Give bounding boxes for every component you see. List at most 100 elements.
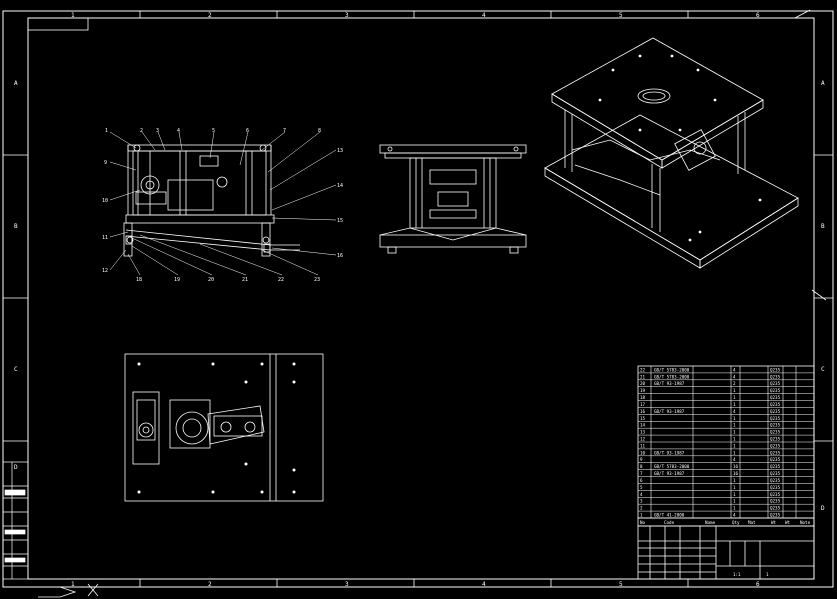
front-view[interactable] [123,144,300,257]
zone-label-top-1: 1 [71,12,75,19]
parts-cell-code: GB/T 5783-2000 [654,374,690,379]
side-view[interactable] [379,144,527,254]
parts-cell-mat: Q235 [770,485,781,490]
parts-cell-no: 15 [640,416,646,421]
zone-label-left-a: A [14,80,18,87]
parts-cell-qty: 1 [733,402,736,407]
parts-cell-no: 16 [640,409,646,414]
callout-20: 20 [208,277,214,283]
title-block[interactable] [637,525,815,580]
callout-9: 9 [104,160,107,166]
header-wt1: Wt [771,520,777,525]
parts-cell-no: 20 [640,381,646,386]
zone-label-bottom-4: 4 [482,581,486,588]
header-note: Note [800,520,811,525]
zone-label-right-d: D [821,505,825,512]
parts-cell-mat: Q235 [770,381,781,386]
parts-cell-mat: Q235 [770,395,781,400]
parts-cell-mat: Q235 [770,443,781,448]
parts-cell-qty: 1 [733,395,736,400]
parts-cell-qty: 1 [733,478,736,483]
zone-label-top-3: 3 [345,12,349,19]
parts-cell-qty: 4 [733,374,736,379]
parts-cell-mat: Q235 [770,464,781,469]
parts-cell-qty: 1 [733,416,736,421]
callout-22: 22 [278,277,284,283]
parts-cell-qty: 1 [733,437,736,442]
parts-cell-no: 7 [640,471,643,476]
parts-cell-no: 9 [640,457,643,462]
parts-cell-qty: 2 [733,381,736,386]
parts-cell-mat: Q235 [770,478,781,483]
parts-cell-code: GB/T 93-1987 [654,450,685,455]
zone-dividers [3,11,833,587]
callout-5: 5 [212,128,215,134]
callout-2: 2 [140,128,143,134]
parts-cell-qty: 4 [733,513,736,518]
isometric-view[interactable] [544,37,799,269]
parts-cell-qty: 4 [733,457,736,462]
title-block-text: 1:1 1 [733,572,769,577]
header-no: No [640,520,646,525]
parts-cell-qty: 1 [733,506,736,511]
zone-label-bottom-1: 1 [71,581,75,588]
zone-labels-right: A B C D [821,80,825,512]
parts-cell-mat: Q235 [770,492,781,497]
sheet-outer-border [2,10,834,588]
zone-labels-left: A B C D [14,80,18,471]
zone-label-top-4: 4 [482,12,486,19]
callout-8: 8 [318,128,321,134]
parts-cell-mat: Q235 [770,457,781,462]
front-view-leaders [109,131,337,276]
cut-marks [38,9,827,598]
parts-cell-no: 11 [640,443,646,448]
parts-cell-mat: Q235 [770,416,781,421]
parts-cell-no: 21 [640,374,646,379]
parts-cell-mat: Q235 [770,513,781,518]
parts-cell-no: 3 [640,499,643,504]
top-view[interactable] [124,353,324,502]
parts-cell-mat: Q235 [770,409,781,414]
zone-label-right-b: B [821,223,825,230]
parts-cell-code: GB/T 5783-2000 [654,464,690,469]
parts-cell-mat: Q235 [770,423,781,428]
parts-cell-mat: Q235 [770,402,781,407]
parts-cell-code: GB/T 5783-2000 [654,367,690,372]
parts-cell-qty: 4 [733,367,736,372]
parts-cell-no: 2 [640,506,643,511]
header-code: Code [664,520,675,525]
callout-10: 10 [102,198,108,204]
parts-cell-qty: 1 [733,423,736,428]
parts-cell-no: 1 [640,513,643,518]
callout-19: 19 [174,277,180,283]
left-revision-table [2,461,29,580]
header-qty: Qty [732,520,740,525]
parts-cell-mat: Q235 [770,437,781,442]
parts-cell-qty: 16 [733,464,739,469]
parts-cell-qty: 1 [733,499,736,504]
zone-label-left-b: B [14,223,18,230]
callout-21: 21 [242,277,248,283]
header-wt2: Wt [785,520,791,525]
zone-label-bottom-3: 3 [345,581,349,588]
callout-7: 7 [283,128,286,134]
parts-cell-mat: Q235 [770,388,781,393]
callout-6: 6 [246,128,249,134]
parts-cell-mat: Q235 [770,471,781,476]
parts-cell-mat: Q235 [770,450,781,455]
zone-labels-top: 1 2 3 4 5 6 [71,12,760,19]
parts-cell-no: 6 [640,478,643,483]
parts-cell-mat: Q235 [770,506,781,511]
parts-cell-no: 14 [640,423,646,428]
front-view-callouts: 1 2 3 4 5 6 7 8 9 10 11 12 13 14 15 16 1… [102,128,343,283]
zone-labels-bottom: 1 2 3 4 5 6 [71,581,760,588]
parts-cell-mat: Q235 [770,499,781,504]
sheet-inner-border [27,17,815,580]
parts-cell-no: 19 [640,388,646,393]
header-name: Name [705,520,716,525]
zone-label-right-a: A [821,80,825,87]
callout-12: 12 [102,268,108,274]
